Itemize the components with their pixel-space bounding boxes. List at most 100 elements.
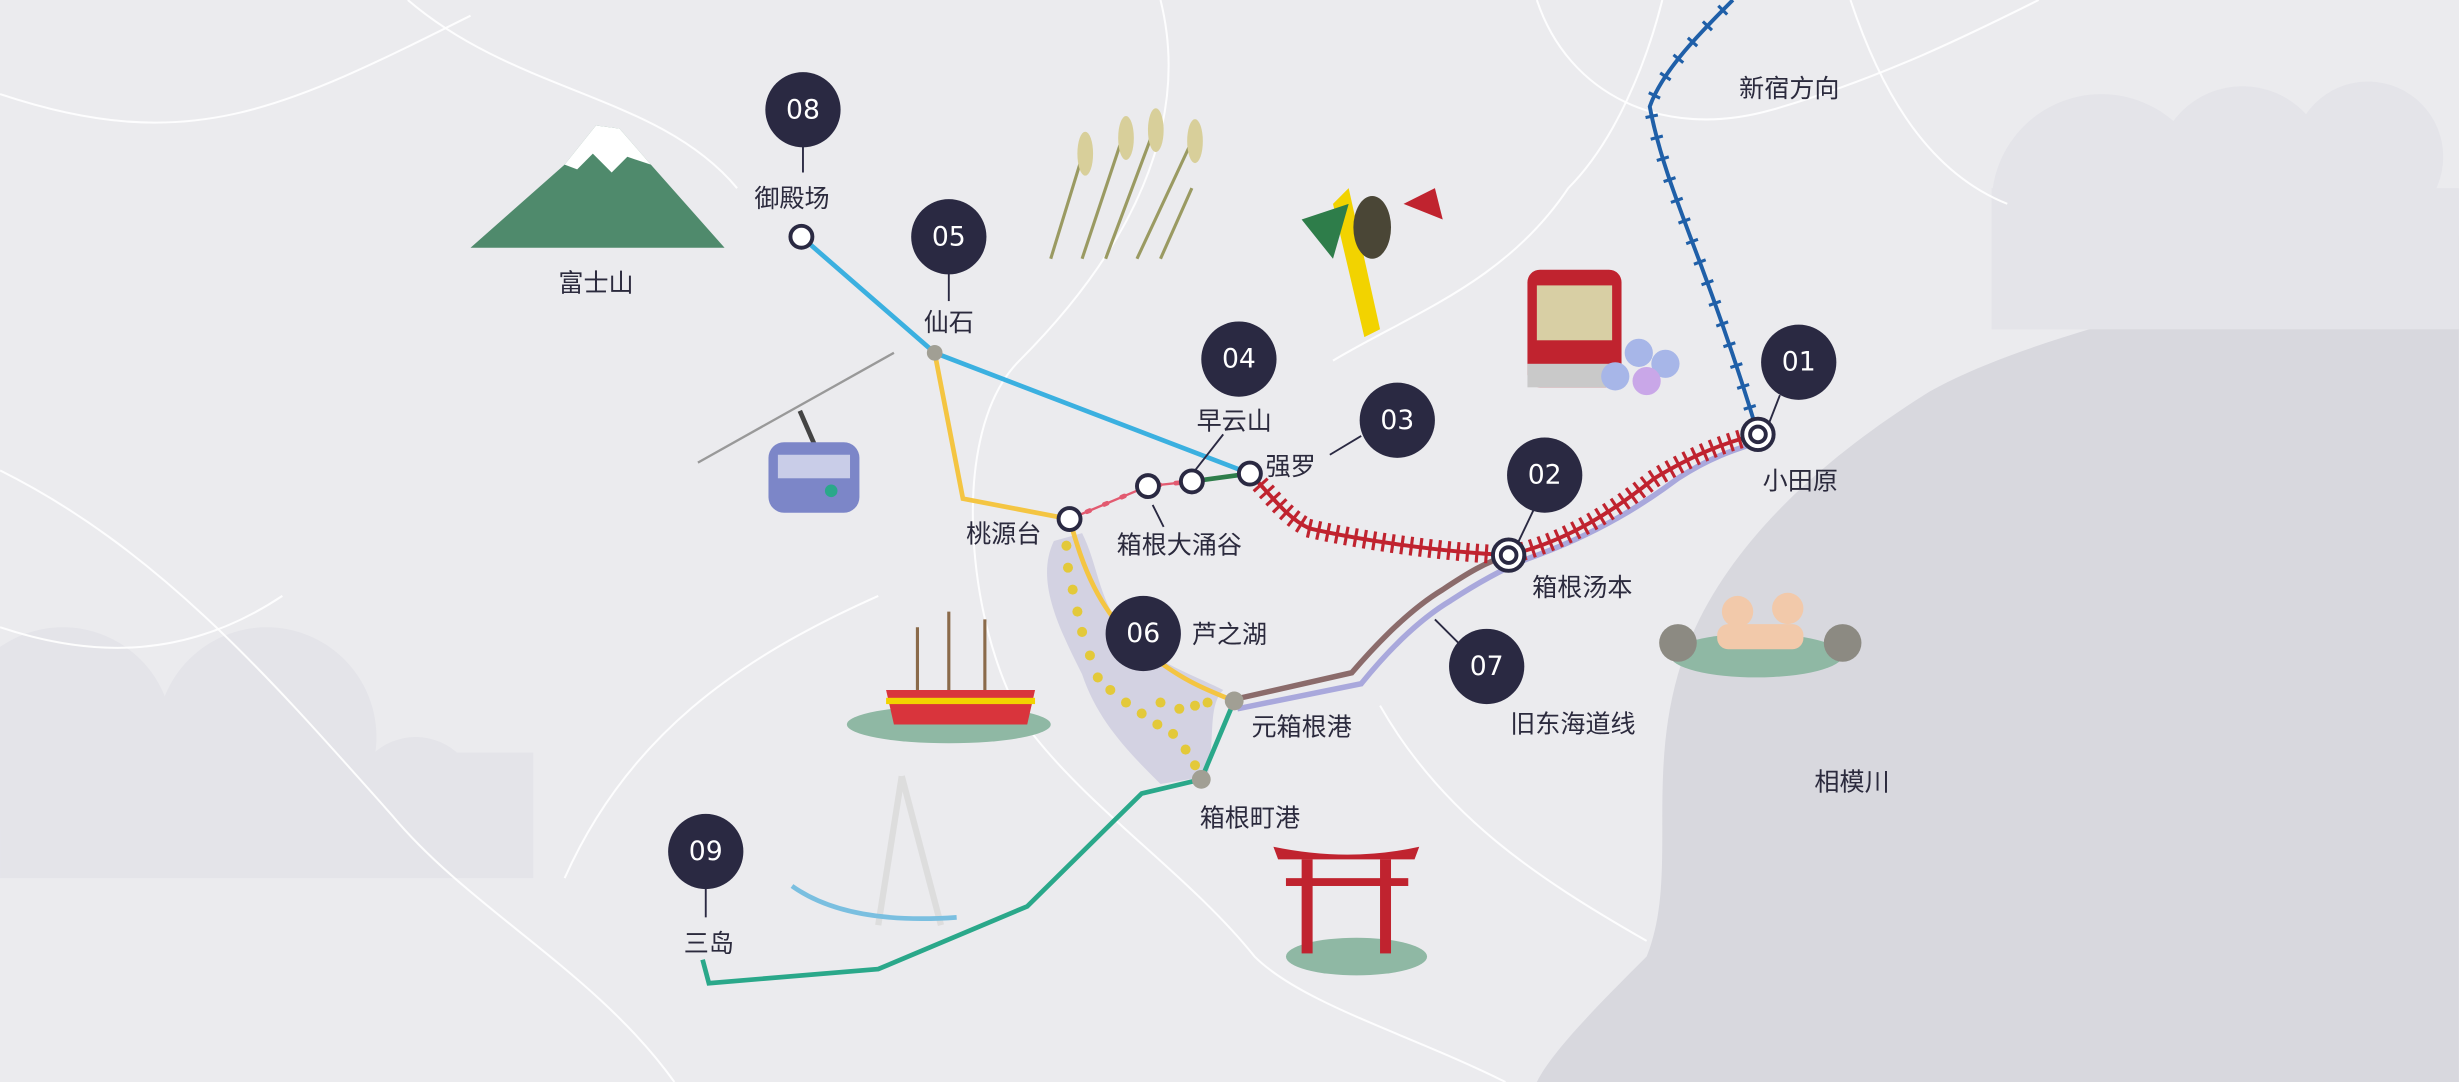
station-label-mishima[interactable]: 三岛 bbox=[684, 929, 734, 958]
railway-tie bbox=[1446, 541, 1452, 561]
railway-tie bbox=[1672, 455, 1685, 474]
station-label-gotemba[interactable]: 御殿场 bbox=[754, 184, 829, 213]
station-label-gora[interactable]: 强罗 bbox=[1266, 452, 1316, 481]
railway-tie bbox=[1371, 531, 1378, 551]
railway-tie bbox=[1408, 536, 1415, 556]
station-marker-sounzan[interactable] bbox=[1178, 468, 1205, 495]
railway-tie bbox=[1527, 538, 1537, 558]
railway-tie bbox=[1659, 71, 1672, 82]
railway-tie bbox=[1735, 429, 1744, 449]
ship-route-dot bbox=[1155, 697, 1166, 708]
onsen-illustration bbox=[1659, 592, 1862, 678]
ship-route-dot bbox=[1152, 719, 1163, 730]
badge-number: 07 bbox=[1470, 651, 1504, 682]
stop-label-hakonemachi[interactable]: 箱根町港 bbox=[1200, 803, 1300, 832]
stop-label-owakudani[interactable]: 箱根大涌谷 bbox=[1117, 531, 1242, 560]
railway-tie bbox=[1594, 507, 1607, 526]
railway-tie bbox=[1624, 487, 1639, 505]
ship-route-dot bbox=[1077, 626, 1088, 637]
river-label-sagami: 相模川 bbox=[1814, 767, 1889, 796]
railway-tie bbox=[1343, 526, 1350, 546]
station-badge-06[interactable]: 06 bbox=[1105, 595, 1181, 672]
station-badge-01[interactable]: 01 bbox=[1761, 324, 1837, 400]
railway-tie bbox=[1361, 529, 1368, 549]
station-label-lake-ashi[interactable]: 芦之湖 bbox=[1192, 620, 1267, 649]
station-badge-04[interactable]: 04 bbox=[1201, 321, 1277, 397]
badge-number: 04 bbox=[1222, 344, 1256, 375]
station-badge-08[interactable]: 08 bbox=[765, 72, 841, 148]
railway-tie bbox=[1601, 502, 1615, 521]
badge-number: 01 bbox=[1782, 347, 1816, 378]
badge-number: 06 bbox=[1126, 618, 1160, 649]
ship-route-dot bbox=[1136, 708, 1147, 719]
station-label-sengoku[interactable]: 仙石 bbox=[924, 308, 974, 337]
stop-label-motohakone[interactable]: 元箱根港 bbox=[1251, 712, 1351, 741]
ship-route-dot bbox=[1180, 744, 1191, 755]
railway-tie bbox=[1725, 432, 1735, 452]
railway-tie bbox=[1664, 460, 1677, 479]
railway-tie bbox=[1722, 341, 1736, 349]
station-marker-inner bbox=[1748, 424, 1768, 445]
station-marker-togendai[interactable] bbox=[1056, 506, 1083, 532]
stop-marker-sengoku[interactable] bbox=[926, 344, 943, 361]
railway-tie bbox=[1647, 469, 1661, 488]
torii-gate-illustration bbox=[1273, 846, 1428, 976]
railway-tie bbox=[1690, 447, 1701, 466]
railway-tie bbox=[1427, 538, 1433, 559]
railway-tie bbox=[1286, 510, 1301, 527]
stop-label-togendai[interactable]: 桃源台 bbox=[966, 520, 1041, 549]
art-sculpture-illustration bbox=[1301, 188, 1443, 338]
mount-fuji-illustration bbox=[470, 125, 725, 248]
railway-tie bbox=[1656, 464, 1669, 483]
station-label-sounzan[interactable]: 早云山 bbox=[1197, 407, 1272, 436]
pirate-ship-illustration bbox=[846, 611, 1051, 744]
railway-tie bbox=[1484, 544, 1489, 564]
railway-tie bbox=[1352, 528, 1359, 548]
railway-tie bbox=[1656, 155, 1670, 163]
railway-tie bbox=[1305, 518, 1314, 538]
stop-markers bbox=[926, 344, 1244, 789]
station-badge-02[interactable]: 02 bbox=[1507, 437, 1583, 513]
stop-marker-hakonemachi[interactable] bbox=[1191, 769, 1211, 789]
station-badge-09[interactable]: 09 bbox=[668, 813, 744, 890]
ship-route-dot bbox=[1120, 697, 1132, 708]
railway-tie bbox=[1736, 383, 1750, 390]
railway-tie bbox=[1545, 532, 1556, 552]
railway-tie bbox=[1716, 435, 1727, 455]
railway-tie bbox=[1258, 484, 1276, 500]
station-label-odawara[interactable]: 小田原 bbox=[1763, 466, 1838, 495]
railway-tie bbox=[1672, 53, 1685, 64]
station-marker-gora[interactable] bbox=[1236, 460, 1263, 487]
stop-marker-motohakone[interactable] bbox=[1224, 691, 1244, 711]
railway-tie bbox=[1586, 512, 1599, 531]
railway-tie bbox=[1698, 443, 1710, 462]
cloud-right bbox=[1991, 81, 2459, 330]
station-marker-owakudani[interactable] bbox=[1135, 473, 1161, 500]
station-badge-05[interactable]: 05 bbox=[911, 199, 987, 275]
bridge-illustration bbox=[790, 775, 957, 926]
railway-tie bbox=[1265, 491, 1282, 507]
badge-number: 03 bbox=[1380, 405, 1414, 436]
railway-tie bbox=[1632, 481, 1647, 499]
railway-tie bbox=[1271, 498, 1288, 514]
railway-tie bbox=[1707, 439, 1718, 459]
ship-route-dot bbox=[1168, 728, 1179, 739]
ropeway-gondola-illustration bbox=[697, 351, 895, 513]
railway-tie bbox=[1570, 521, 1582, 540]
line-odakyu-railway bbox=[1647, 0, 1760, 435]
station-label-old-tokaido[interactable]: 旧东海道线 bbox=[1510, 709, 1635, 738]
station-badge-07[interactable]: 07 bbox=[1449, 628, 1525, 705]
badge-number: 08 bbox=[786, 94, 820, 125]
ship-route-dot bbox=[1189, 760, 1201, 771]
railway-tie bbox=[1648, 91, 1661, 100]
railway-tie bbox=[1693, 258, 1707, 266]
station-marker-gotemba[interactable] bbox=[788, 223, 815, 250]
ship-route-dot bbox=[1084, 650, 1095, 661]
station-badge-03[interactable]: 03 bbox=[1359, 382, 1435, 458]
station-label-hakone-yumoto[interactable]: 箱根汤本 bbox=[1532, 573, 1632, 602]
ship-route-dot bbox=[1202, 697, 1213, 708]
railway-tie bbox=[1650, 134, 1664, 141]
railway-tie bbox=[1663, 176, 1677, 184]
railway-tie bbox=[1455, 541, 1461, 561]
